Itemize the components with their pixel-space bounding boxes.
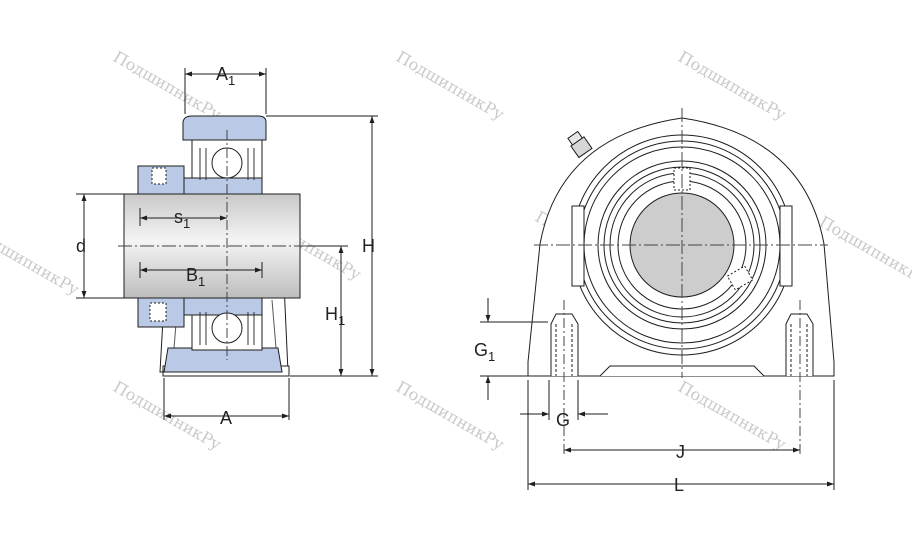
dim-label-A: A xyxy=(220,408,232,428)
dim-label-J: J xyxy=(676,442,685,462)
dim-label-G1: G1 xyxy=(474,340,495,364)
watermark-text: ПодшипникРу xyxy=(110,47,225,124)
housing-top-blue xyxy=(182,115,267,141)
dim-label-s1: s1 xyxy=(174,207,190,231)
dim-label-d: d xyxy=(76,236,86,256)
front-view-dimensions xyxy=(480,298,835,490)
front-view xyxy=(527,108,835,456)
side-view-dimensions xyxy=(76,68,378,420)
side-view-labels: A1 s1 d B1 H H1 A xyxy=(76,64,375,428)
dim-label-H: H xyxy=(362,236,375,256)
inner-ring-lower xyxy=(179,297,263,316)
grease-nipple xyxy=(567,130,593,159)
dim-label-H1: H1 xyxy=(325,304,345,328)
dim-label-A1: A1 xyxy=(216,64,235,88)
set-screw-side xyxy=(726,265,754,291)
watermark-text: ПодшипникРу xyxy=(816,212,912,289)
watermark-text: ПодшипникРу xyxy=(675,377,790,454)
watermark-text: ПодшипникРу xyxy=(393,377,508,454)
dim-label-B1: B1 xyxy=(186,265,205,289)
watermark-text: ПодшипникРу xyxy=(393,47,508,124)
side-section-view xyxy=(118,115,308,377)
watermark-text: ПодшипникРу xyxy=(675,47,790,124)
inner-ring-upper xyxy=(179,177,263,196)
front-view-labels: G1 G J L xyxy=(474,340,685,495)
watermark-text: ПодшипникРу xyxy=(0,222,83,299)
dim-label-L: L xyxy=(674,475,684,495)
housing-bottom-blue xyxy=(163,347,283,373)
dim-label-G: G xyxy=(556,410,570,430)
